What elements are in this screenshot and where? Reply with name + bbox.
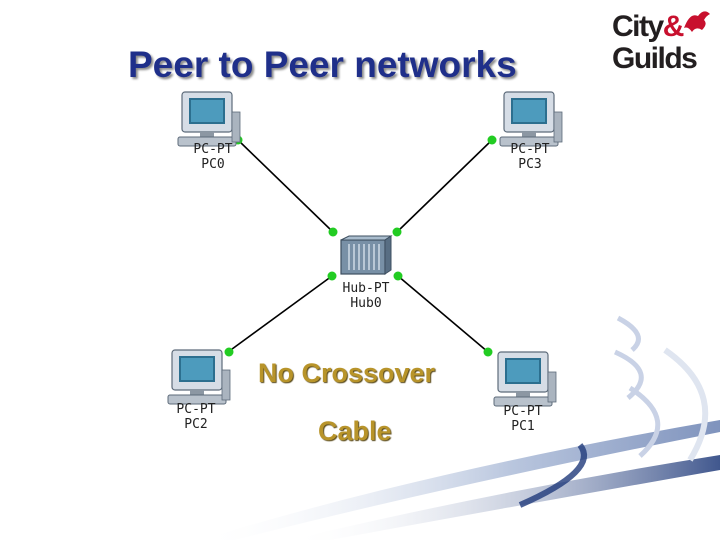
node-name-label: PC3 [518,157,542,172]
node-name-label: PC0 [201,157,225,172]
link-light [487,135,497,145]
pc1-computer-icon[interactable] [493,351,557,407]
slide-title: Peer to Peer networks [128,44,517,85]
link-light [328,227,338,237]
node-type-label: PC-PT [176,402,216,417]
logo-text-guilds: Guilds [612,42,698,75]
cable-pc1-hub0 [397,275,489,353]
swoosh-arc-1 [616,315,641,352]
node-label-pc0: PC-PT PC0 [183,142,243,172]
swoosh-curl [518,443,587,508]
node-label-hub0: Hub-PT Hub0 [334,281,398,311]
cable-pc3-hub0 [396,139,493,233]
node-label-pc3: PC-PT PC3 [500,142,560,172]
city-and-guilds-logo: City& Guilds [612,10,710,78]
pc3-computer-icon[interactable] [499,91,563,147]
link-light [224,347,234,357]
callout-no-crossover: No Crossover [258,358,436,388]
swoosh-arc-3 [628,385,661,458]
link-light [392,227,402,237]
link-light [393,271,403,281]
cable-pc2-hub0 [227,275,333,353]
link-light [483,347,493,357]
node-type-label: PC-PT [193,142,233,157]
dragon-icon [684,11,710,32]
swoosh-arc-2 [613,349,644,400]
node-type-label: PC-PT [503,404,543,419]
node-name-label: PC2 [184,417,208,432]
node-name-label: Hub0 [350,296,382,311]
swoosh-light [200,420,720,540]
swoosh-dark [290,455,720,540]
pc2-computer-icon[interactable] [167,349,231,405]
cable-pc0-hub0 [237,139,334,233]
node-label-pc1: PC-PT PC1 [493,404,553,434]
node-type-label: PC-PT [510,142,550,157]
link-light [327,271,337,281]
pc0-computer-icon[interactable] [177,91,241,147]
swoosh-arc-4 [663,347,709,462]
hub0-hub-icon[interactable] [340,235,393,275]
logo-text-city: City& [612,10,684,43]
callout-cable: Cable [318,416,392,446]
node-label-pc2: PC-PT PC2 [166,402,226,432]
node-type-label: Hub-PT [342,281,390,296]
node-name-label: PC1 [511,419,535,434]
